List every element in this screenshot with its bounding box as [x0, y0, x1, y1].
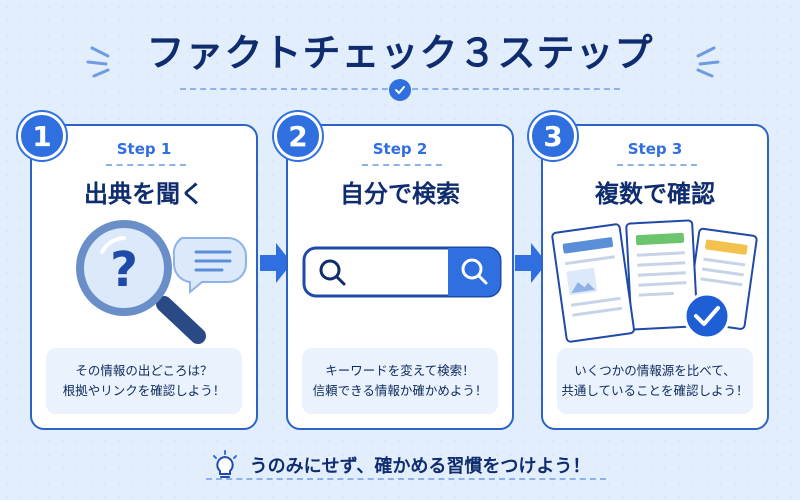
step-label: Step 1 [116, 140, 172, 158]
step-card-3: Step 3 複数で確認 [541, 124, 769, 430]
description-line-1: キーワードを変えて検索！ [325, 363, 475, 378]
step-number-badge: 3 [529, 112, 577, 160]
step-label: Step 2 [372, 140, 428, 158]
description-line-2: 信頼できる情報か確かめよう！ [312, 383, 488, 398]
step-label: Step 3 [627, 140, 683, 158]
step-number-badge: 1 [18, 112, 66, 160]
step-description: その情報の出どころは？ 根拠やリンクを確認しよう！ [46, 348, 242, 414]
step-divider [617, 164, 697, 166]
magnifier-question-icon: ? [32, 218, 256, 348]
arrow-right-icon [515, 243, 547, 283]
check-icon [389, 79, 411, 101]
documents-check-icon [543, 218, 767, 348]
search-bar-icon [288, 218, 512, 348]
step-number-badge: 2 [274, 112, 322, 160]
step-divider [362, 164, 442, 166]
step-description: キーワードを変えて検索！ 信頼できる情報か確かめよう！ [302, 348, 498, 414]
step-description: いくつかの情報源を比べて、 共通していることを確認しよう！ [557, 348, 753, 414]
description-line-2: 根拠やリンクを確認しよう！ [62, 383, 226, 398]
footer-divider [206, 478, 606, 480]
step-title: 出典を聞く [84, 180, 204, 208]
step-title: 自分で検索 [340, 180, 460, 208]
footer-text: うのみにせず、確かめる習慣をつけよう！ [249, 456, 591, 477]
step-divider [106, 164, 186, 166]
step-card-1: Step 1 出典を聞く ? その情報の出どころは？ 根拠やリンクを確認しよう！ [30, 124, 258, 430]
lightbulb-icon [212, 450, 237, 478]
page-title: ファクトチェック３ステップ [146, 31, 654, 75]
sparkle-left-icon [86, 46, 110, 78]
step-title: 複数で確認 [595, 180, 715, 208]
step-card-2: Step 2 自分で検索 キーワードを変えて検索！ 信頼できる情報か確かめよう！ [286, 124, 514, 430]
description-line-2: 共通していることを確認しよう！ [561, 383, 749, 398]
footer-tip: うのみにせず、確かめる習慣をつけよう！ [0, 450, 800, 480]
arrow-right-icon [260, 243, 292, 283]
description-line-1: いくつかの情報源を比べて、 [574, 363, 736, 378]
description-line-1: その情報の出どころは？ [75, 363, 213, 378]
sparkle-right-icon [696, 46, 720, 78]
svg-text:?: ? [110, 242, 138, 298]
